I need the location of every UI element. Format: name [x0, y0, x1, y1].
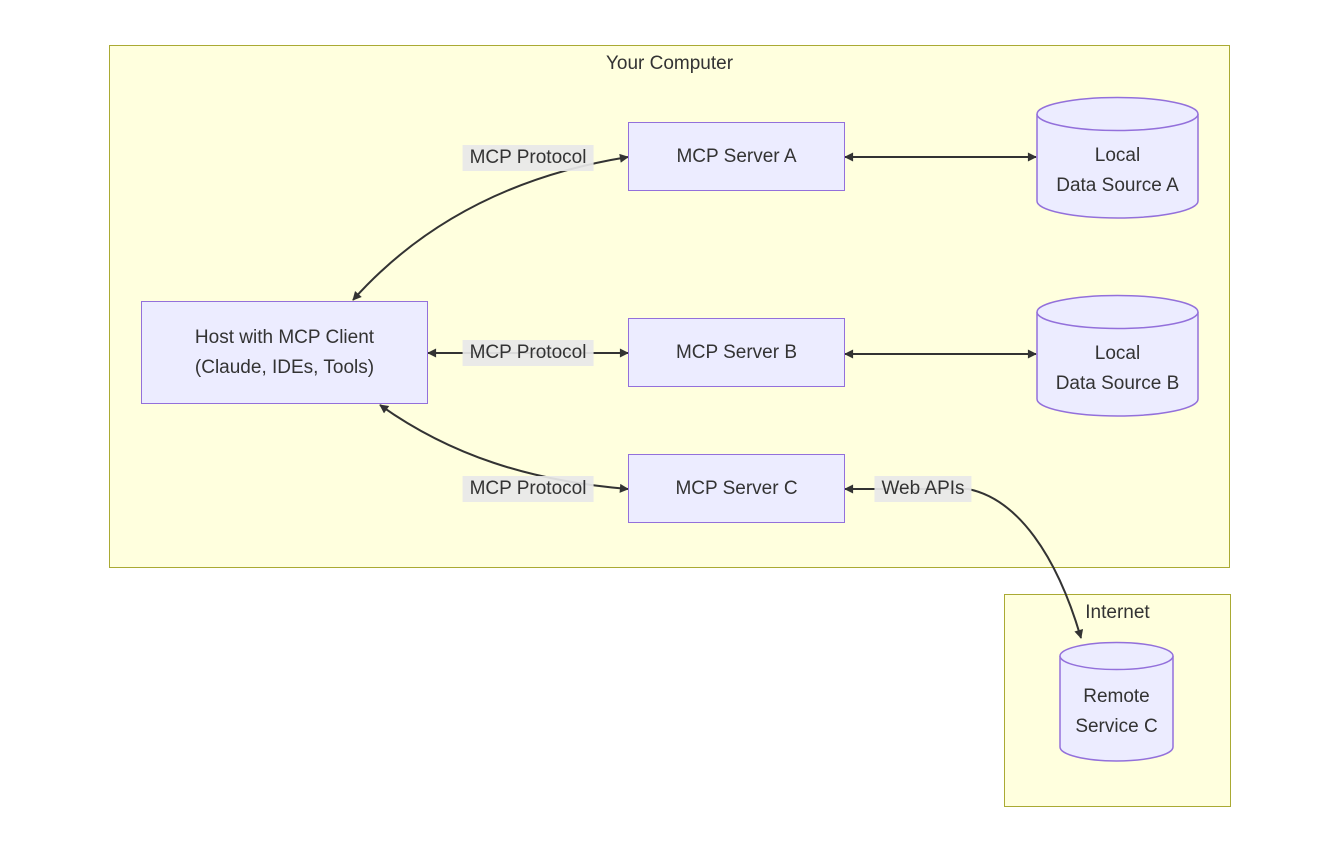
node-local-data-source-b-line2: Data Source B: [1055, 372, 1180, 394]
cylinder-shape: [1036, 294, 1199, 417]
node-local-data-source-a-line2: Data Source A: [1056, 174, 1179, 196]
node-mcp-server-a: MCP Server A: [628, 122, 845, 191]
cylinder-shape: [1059, 641, 1174, 762]
node-mcp-server-c: MCP Server C: [628, 454, 845, 523]
edge-label-web-apis: Web APIs: [874, 476, 972, 502]
node-mcp-server-b-label: MCP Server B: [675, 341, 798, 363]
node-remote-service-c-line2: Service C: [1075, 716, 1158, 737]
edge-host-server-a: [352, 153, 629, 301]
cluster-your-computer-title: Your Computer: [605, 53, 734, 74]
cluster-internet-title: Internet: [1085, 602, 1150, 623]
edge-server-c-remote-c: [844, 484, 1084, 639]
node-mcp-server-b: MCP Server B: [628, 318, 845, 387]
node-remote-service-c-line1: Remote: [1083, 686, 1150, 707]
node-local-data-source-a: Local Data Source A: [1036, 96, 1199, 219]
edge-label-mcp-protocol-b: MCP Protocol: [462, 340, 594, 366]
node-mcp-server-c-label: MCP Server C: [675, 477, 798, 499]
cylinder-shape: [1036, 96, 1199, 219]
node-remote-service-c: Remote Service C: [1059, 641, 1174, 763]
node-host: Host with MCP Client (Claude, IDEs, Tool…: [141, 301, 428, 404]
node-mcp-server-a-label: MCP Server A: [676, 145, 797, 167]
node-host-line2: (Claude, IDEs, Tools): [194, 356, 375, 378]
edge-label-mcp-protocol-a: MCP Protocol: [462, 145, 594, 171]
edge-label-mcp-protocol-c: MCP Protocol: [462, 476, 594, 502]
node-host-line1: Host with MCP Client: [194, 326, 375, 348]
node-local-data-source-b-line1: Local: [1094, 342, 1141, 364]
node-local-data-source-a-line1: Local: [1094, 144, 1141, 166]
node-local-data-source-b: Local Data Source B: [1036, 294, 1199, 417]
